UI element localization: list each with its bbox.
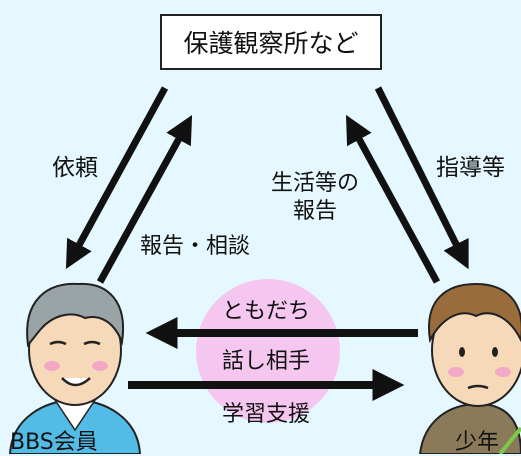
arrow-report-consult <box>96 114 193 284</box>
label-guidance: 指導等 <box>436 155 505 181</box>
label-bbs-member: BBS会員 <box>10 430 98 455</box>
arrow-request <box>65 86 169 270</box>
label-request: 依頼 <box>52 155 98 181</box>
label-study-support: 学習支援 <box>222 402 311 427</box>
label-life-report-line2: 報告 <box>292 199 337 224</box>
youth-face <box>418 282 521 454</box>
bbs-member-face <box>8 282 142 454</box>
label-youth: 少年 <box>455 430 500 455</box>
label-life-report: 生活等の 報告 <box>255 170 375 226</box>
center-box: 保護観察所など <box>160 14 382 70</box>
label-report-consult: 報告・相談 <box>140 234 251 259</box>
label-talk-partner: 話し相手 <box>222 349 311 374</box>
arrow-life-report <box>345 114 441 284</box>
arrow-guidance <box>374 86 469 270</box>
label-friend: ともだち <box>222 299 311 324</box>
label-life-report-line1: 生活等の <box>270 171 359 196</box>
